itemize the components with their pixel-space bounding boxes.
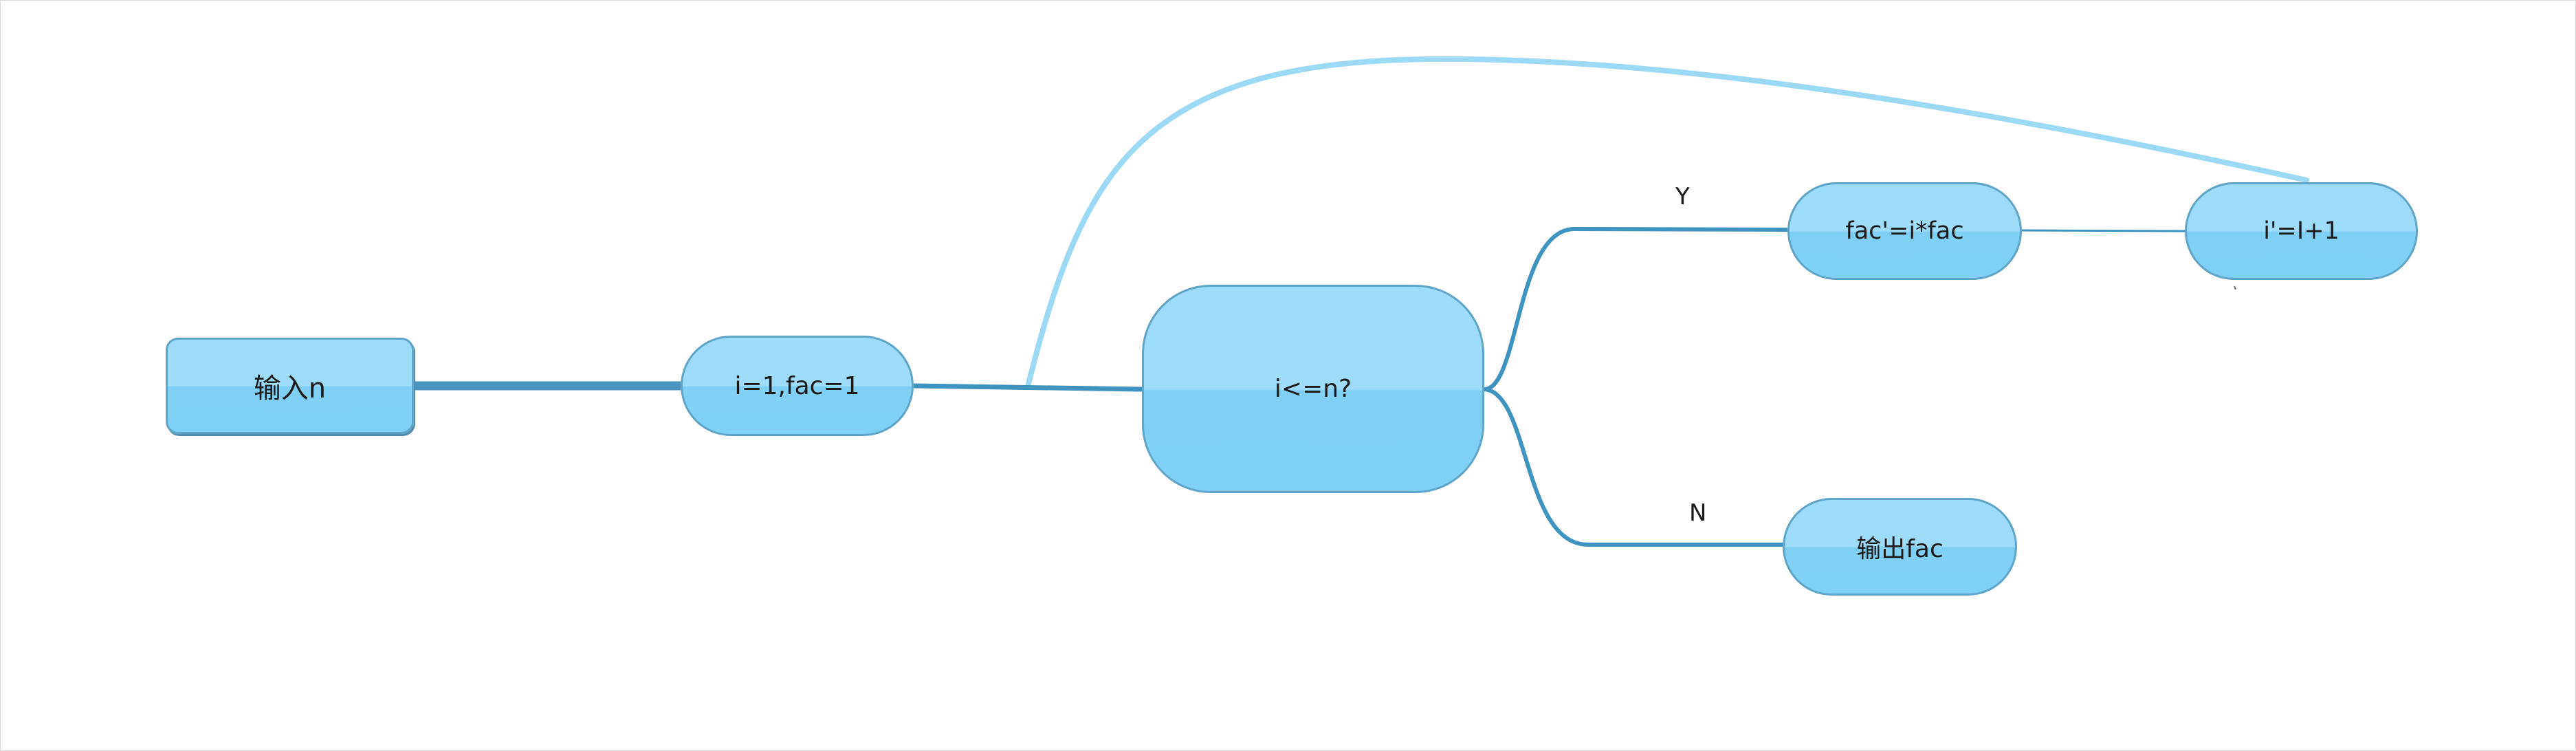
node-increment-label: i'=I+1 [2263, 217, 2340, 245]
node-input-n-label: 输入n [253, 373, 327, 404]
loop-back-connector [1026, 56, 2309, 387]
node-increment[interactable]: i'=I+1 [2185, 182, 2418, 280]
connector-condition-no [1484, 387, 1783, 547]
node-condition[interactable]: i<=n? [1142, 285, 1484, 493]
node-input-n[interactable]: 输入n [166, 338, 414, 434]
node-output[interactable]: 输出fac [1783, 498, 2017, 596]
edge-label-yes: Y [1675, 183, 1690, 210]
node-multiply-label: fac'=i*fac [1845, 217, 1964, 245]
node-output-label: 输出fac [1856, 535, 1944, 563]
node-init-label: i=1,fac=1 [734, 371, 860, 400]
node-multiply[interactable]: fac'=i*fac [1787, 182, 2022, 280]
connector-init-condition [913, 383, 1143, 392]
edge-label-no: N [1689, 499, 1707, 527]
stray-mark [2234, 285, 2236, 290]
connector-multiply-increment [2021, 229, 2186, 232]
node-init[interactable]: i=1,fac=1 [681, 336, 914, 436]
connector-condition-yes [1484, 226, 1788, 391]
node-condition-label: i<=n? [1274, 375, 1352, 403]
